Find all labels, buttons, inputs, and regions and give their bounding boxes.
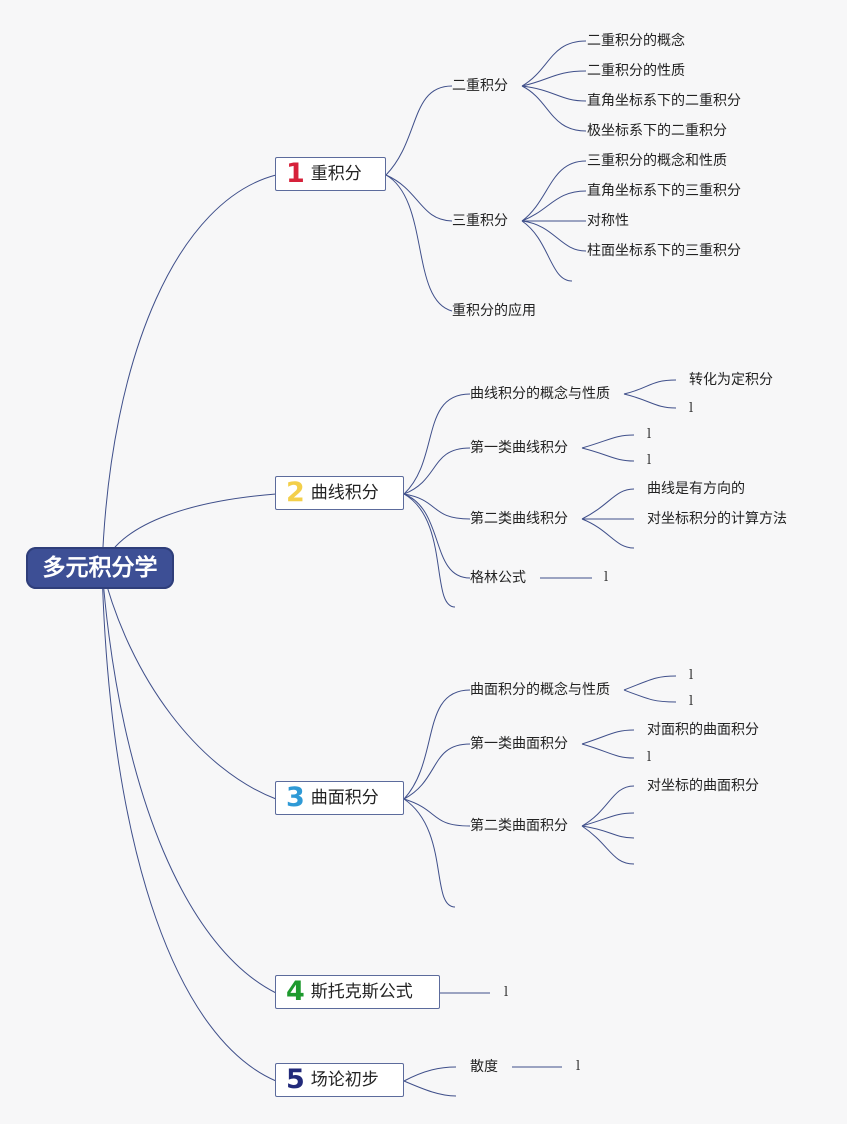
topic-applications[interactable]: 重积分的应用 [452,303,536,319]
leaf-item[interactable]: 二重积分的性质 [587,63,685,79]
link-root-3 [101,567,277,800]
branch-3-node[interactable]: 3 曲面积分 [275,781,404,815]
leaf-item[interactable]: 极坐标系下的二重积分 [587,123,727,139]
number-3-badge: 3 [286,782,305,813]
leaf-item[interactable]: 曲线是有方向的 [647,481,745,497]
leaf-item[interactable]: 对坐标的曲面积分 [647,778,759,794]
branch-1-node[interactable]: 1 重积分 [275,157,386,191]
number-2-badge: 2 [286,477,305,508]
topic-double-integral[interactable]: 二重积分 [452,78,508,94]
link-root-5 [101,567,277,1082]
link-root-4 [101,567,277,994]
topic-surface-integral-concept[interactable]: 曲面积分的概念与性质 [470,682,610,698]
leaf-item[interactable]: 转化为定积分 [689,372,773,388]
root-node[interactable]: 多元积分学 [26,547,174,589]
leaf-mark: l [576,1059,581,1074]
topic-divergence[interactable]: 散度 [470,1059,498,1075]
branch-5-node[interactable]: 5 场论初步 [275,1063,404,1097]
leaf-item[interactable]: 直角坐标系下的三重积分 [587,183,741,199]
leaf-mark: l [647,750,652,765]
leaf-mark: l [647,453,652,468]
leaf-item[interactable]: 对坐标积分的计算方法 [647,511,787,527]
leaf-mark: l [604,570,609,585]
branch-4-label: 斯托克斯公式 [310,982,413,1002]
leaf-item[interactable]: 直角坐标系下的二重积分 [587,93,741,109]
leaf-mark: l [689,401,694,416]
topic-line-integral-type1[interactable]: 第一类曲线积分 [470,440,568,456]
leaf-item[interactable]: 柱面坐标系下的三重积分 [587,243,741,259]
topic-surface-integral-type1[interactable]: 第一类曲面积分 [470,736,568,752]
branch-4-node[interactable]: 4 斯托克斯公式 [275,975,440,1009]
leaf-item[interactable]: 三重积分的概念和性质 [587,153,727,169]
leaf-item[interactable]: 对面积的曲面积分 [647,722,759,738]
topic-green-formula[interactable]: 格林公式 [470,570,526,586]
branch-2-node[interactable]: 2 曲线积分 [275,476,404,510]
link-root-1 [101,174,277,569]
topic-line-integral-type2[interactable]: 第二类曲线积分 [470,511,568,527]
branch-1-label: 重积分 [310,164,362,184]
leaf-mark: l [504,985,509,1000]
branch-2-label: 曲线积分 [310,483,379,503]
branch-5-label: 场论初步 [310,1070,379,1090]
number-5-badge: 5 [286,1064,305,1095]
leaf-mark: l [647,427,652,442]
leaf-mark: l [689,694,694,709]
number-4-badge: 4 [286,976,305,1007]
number-1-badge: 1 [286,158,305,189]
topic-surface-integral-type2[interactable]: 第二类曲面积分 [470,818,568,834]
leaf-item[interactable]: 二重积分的概念 [587,33,685,49]
leaf-item[interactable]: 对称性 [587,213,629,229]
topic-triple-integral[interactable]: 三重积分 [452,213,508,229]
topic-line-integral-concept[interactable]: 曲线积分的概念与性质 [470,386,610,402]
branch-3-label: 曲面积分 [310,788,379,808]
leaf-mark: l [689,668,694,683]
